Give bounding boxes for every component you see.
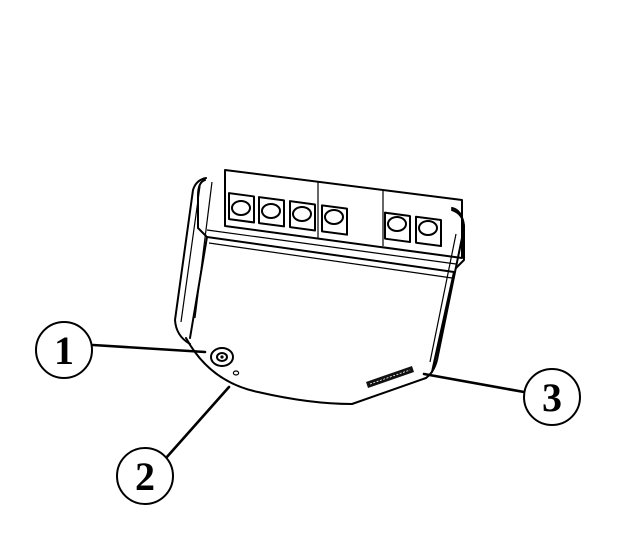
terminal-6 bbox=[415, 215, 442, 248]
terminal-4 bbox=[321, 204, 348, 236]
callout-1-label: 1 bbox=[54, 328, 74, 373]
callout-1: 1 bbox=[35, 321, 207, 379]
terminal-5 bbox=[384, 211, 411, 243]
callout-2: 2 bbox=[116, 385, 231, 505]
terminal-3 bbox=[289, 200, 316, 232]
callout-3-label: 3 bbox=[542, 375, 562, 420]
terminals bbox=[228, 192, 442, 248]
callout-2-label: 2 bbox=[135, 454, 155, 499]
label-marking bbox=[366, 366, 414, 388]
terminal-1 bbox=[228, 192, 255, 224]
terminal-block bbox=[197, 169, 465, 269]
callout-3: 3 bbox=[422, 368, 581, 426]
led-indicator bbox=[232, 370, 240, 376]
terminal-2 bbox=[258, 196, 285, 228]
push-button bbox=[210, 347, 234, 367]
device-body bbox=[174, 177, 465, 405]
